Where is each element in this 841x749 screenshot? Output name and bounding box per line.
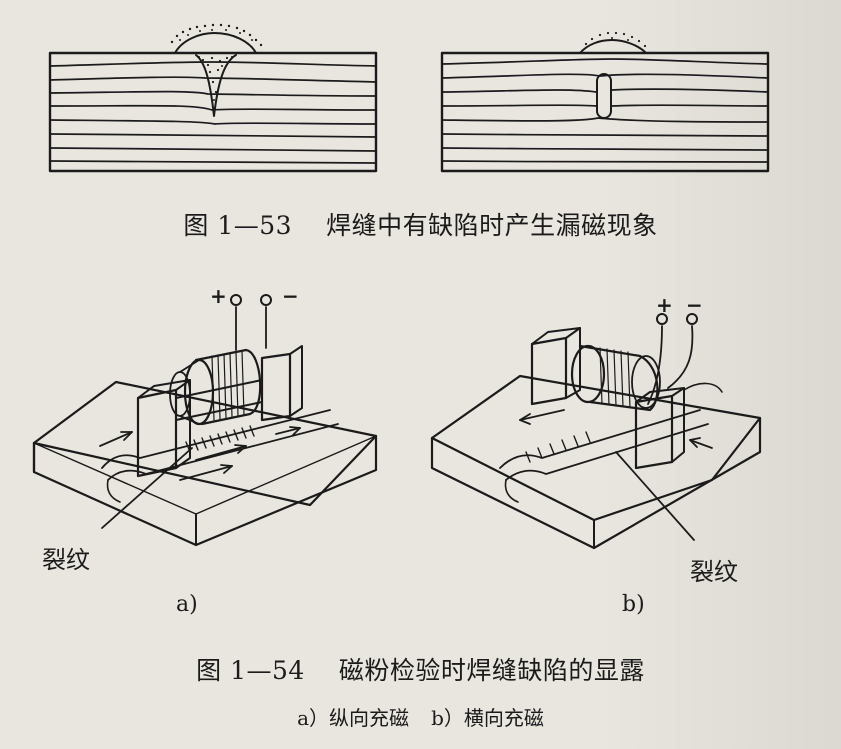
figure-54-caption: 图 1—54 磁粉检验时焊缝缺陷的显露 xyxy=(0,651,841,687)
plate-top-a xyxy=(32,380,378,507)
terminal-b-minus xyxy=(686,313,698,325)
leakage-panel-right xyxy=(440,31,770,173)
subcaption-b: b）横向充磁 xyxy=(431,706,544,730)
crack-label-a: 裂纹 xyxy=(42,546,90,574)
flux-arrows-a xyxy=(99,426,301,481)
flux-lines-left xyxy=(49,61,377,164)
pole-block-a-right xyxy=(260,352,292,422)
plus-sign-b: + xyxy=(656,293,673,317)
panel-a-label: a) xyxy=(176,592,198,617)
minus-sign-b: − xyxy=(686,293,703,317)
plate-section-right xyxy=(440,51,770,173)
magnetization-panel-b xyxy=(430,313,762,550)
terminal-a-plus xyxy=(230,294,242,306)
magnetization-panel-a xyxy=(32,294,378,547)
coil-b xyxy=(570,344,661,412)
minus-sign-a: − xyxy=(282,284,299,308)
figure-53-title: 焊缝中有缺陷时产生漏磁现象 xyxy=(326,211,658,240)
terminal-b-plus xyxy=(656,313,668,325)
plus-sign-a: + xyxy=(210,284,227,308)
weld-bead-b xyxy=(499,409,701,469)
figure-54-title: 磁粉检验时焊缝缺陷的显露 xyxy=(338,656,645,685)
magnetic-powder-right xyxy=(584,31,647,48)
crack-leader-a xyxy=(101,447,193,529)
subcaption-a: a）纵向充磁 xyxy=(297,706,410,730)
figure-54-subcaption: a）纵向充磁 b）横向充磁 xyxy=(0,702,841,731)
figure-54-number: 图 1—54 xyxy=(196,656,305,685)
crack-marks-b xyxy=(525,431,591,463)
lead-wire-b-minus xyxy=(667,325,694,389)
crack-label-b: 裂纹 xyxy=(690,558,738,586)
figure-53-number: 图 1—53 xyxy=(183,211,293,240)
leakage-panel-left xyxy=(48,23,378,173)
plate-section-left xyxy=(48,51,378,173)
figure-53-caption: 图 1—53 焊缝中有缺陷时产生漏磁现象 xyxy=(0,206,841,242)
terminal-a-minus xyxy=(260,294,272,306)
weld-bead-a xyxy=(101,409,331,469)
panel-b-label: b) xyxy=(622,592,645,617)
flux-arrows-b xyxy=(519,409,713,449)
crack-marks-a xyxy=(185,425,255,453)
plate-top-b xyxy=(430,374,762,522)
pole-block-b-back xyxy=(530,336,568,406)
flux-lines-right xyxy=(441,58,769,163)
coil-a xyxy=(169,348,262,426)
internal-defect xyxy=(596,73,612,119)
crack-leader-b xyxy=(615,451,695,541)
magnetic-powder-left xyxy=(170,23,263,101)
lead-wire-b-plus xyxy=(647,325,663,405)
